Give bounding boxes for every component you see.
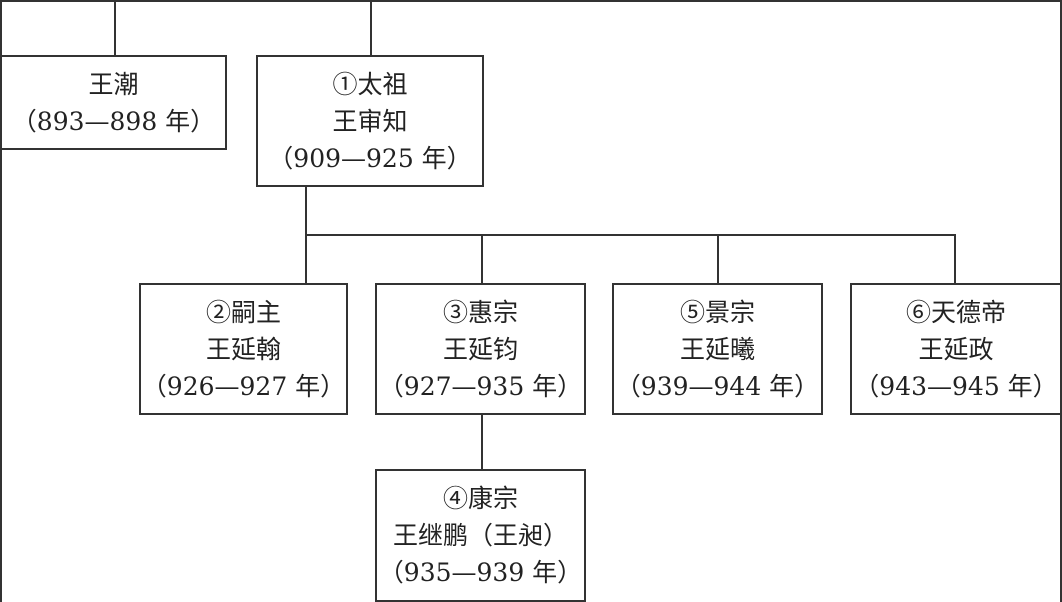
connector-huizong-to-kangzong <box>481 414 483 470</box>
connector-to-sizhu <box>305 234 307 284</box>
node-wang-chao: 王潮 （893—898 年） <box>0 55 227 150</box>
node-taizu-title: ①太祖 <box>332 69 408 99</box>
connector-to-tiandedi <box>954 234 956 284</box>
connector-taizu-down <box>305 186 307 236</box>
node-tiandedi-title: ⑥天德帝 <box>905 297 1006 327</box>
node-jingzong-title: ⑤景宗 <box>679 297 755 327</box>
node-jingzong: ⑤景宗 王延曦 （939—944 年） <box>612 283 823 415</box>
frame-left-line <box>0 0 2 602</box>
node-wang-chao-years: （893—898 年） <box>11 106 216 136</box>
connector-to-jingzong <box>717 234 719 284</box>
node-huizong-name: 王延钧 <box>442 334 518 364</box>
node-kangzong-years: （935—939 年） <box>378 558 583 587</box>
connector-children-horizontal <box>305 234 956 236</box>
node-huizong-title: ③惠宗 <box>442 297 518 327</box>
node-huizong: ③惠宗 王延钧 （927—935 年） <box>375 283 586 415</box>
node-tiandedi-name: 王延政 <box>918 334 994 364</box>
node-huizong-years: （927—935 年） <box>378 371 583 401</box>
node-kangzong-name: 王继鹏（王昶） <box>392 521 568 550</box>
node-taizu-years: （909—925 年） <box>268 143 472 173</box>
node-tiandedi-years: （943—945 年） <box>854 371 1058 401</box>
connector-root-horizontal <box>114 0 372 2</box>
node-sizhu-name: 王延翰 <box>205 334 281 364</box>
node-wang-chao-name: 王潮 <box>88 69 139 99</box>
node-sizhu-years: （926—927 年） <box>141 371 346 401</box>
node-sizhu-title: ②嗣主 <box>205 297 281 327</box>
node-tiandedi: ⑥天德帝 王延政 （943—945 年） <box>850 283 1062 415</box>
node-jingzong-years: （939—944 年） <box>615 371 820 401</box>
node-jingzong-name: 王延曦 <box>679 334 755 364</box>
node-sizhu: ②嗣主 王延翰 （926—927 年） <box>139 283 348 415</box>
node-kangzong: ④康宗 王继鹏（王昶） （935—939 年） <box>375 469 586 602</box>
connector-to-taizu <box>370 0 372 56</box>
connector-to-huizong <box>481 234 483 284</box>
connector-to-wang-chao <box>114 0 116 56</box>
frame-top-line <box>0 0 1062 2</box>
node-taizu: ①太祖 王审知 （909—925 年） <box>256 55 484 187</box>
node-kangzong-title: ④康宗 <box>442 484 518 513</box>
node-taizu-name: 王审知 <box>332 106 408 136</box>
